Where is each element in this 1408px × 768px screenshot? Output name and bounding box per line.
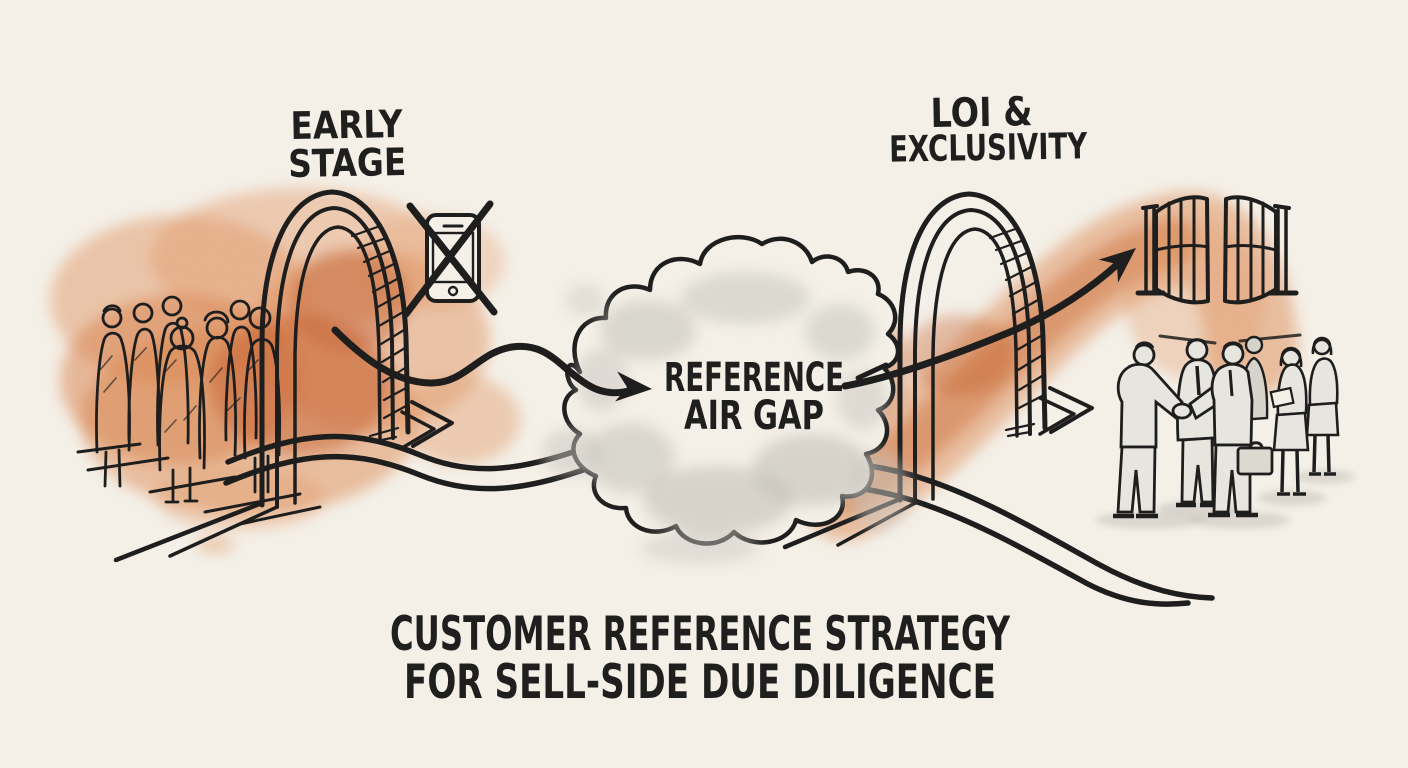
necktie [1228, 369, 1234, 397]
caption-line1: CUSTOMER REFERENCE STRATEGY [390, 607, 1011, 662]
early-stage-label: EARLY STAGE [288, 102, 407, 186]
loi-label-line2: EXCLUSIVITY [889, 126, 1088, 170]
necktie [1195, 365, 1201, 396]
early-stage-label-line2: STAGE [288, 140, 407, 186]
briefcase [1236, 446, 1274, 476]
handshake-meeting-group-icon [1095, 335, 1355, 529]
clipboard [1269, 386, 1295, 409]
handshake-hands [1171, 402, 1193, 420]
cloud-label-line2: AIR GAP [684, 393, 824, 439]
caption: CUSTOMER REFERENCE STRATEGY FOR SELL-SID… [390, 607, 1011, 710]
caption-line2: FOR SELL-SIDE DUE DILIGENCE [404, 655, 996, 710]
